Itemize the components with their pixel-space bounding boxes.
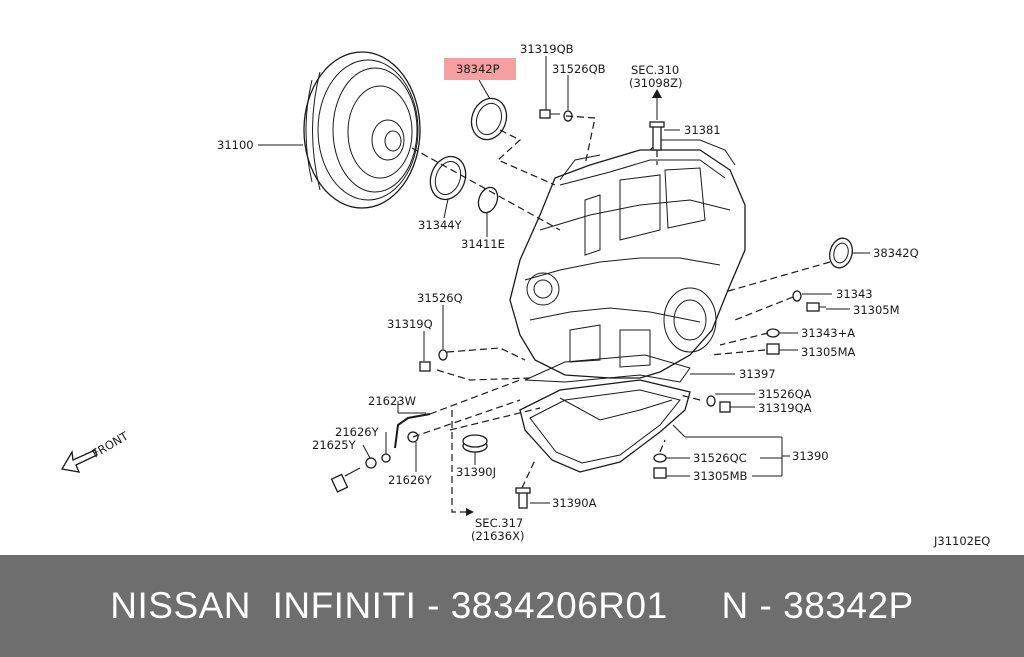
label-31343[interactable]: 31343: [836, 287, 873, 301]
label-31411E[interactable]: 31411E: [461, 237, 505, 251]
label-31305MA[interactable]: 31305MA: [801, 345, 856, 359]
oil-cooler-tube-21623W: [365, 413, 431, 469]
exploded-view-drawing: FRONT 31100 38342P 31319QB 31526QB SEC.3…: [60, 42, 990, 548]
oil-seal-38342Q: [829, 237, 853, 269]
plug-31305MB: [653, 467, 667, 479]
oil-pan-gasket-31397: [524, 354, 691, 383]
washer-31343: [792, 290, 802, 302]
reference-code: J31102EQ: [933, 534, 990, 548]
label-31390A[interactable]: 31390A: [552, 496, 597, 510]
bolt-31319QB: [539, 109, 560, 119]
bolt-31390A: [515, 487, 531, 509]
torque-converter-31100: [303, 51, 421, 209]
washer-31343A: [766, 328, 780, 338]
oil-pan-31390: [519, 379, 691, 473]
label-31319QB[interactable]: 31319QB: [520, 42, 574, 56]
oil-seal-31344Y: [429, 155, 467, 201]
leader-lines: [258, 56, 870, 504]
label-31526QA[interactable]: 31526QA: [758, 387, 812, 401]
label-21626Y-a[interactable]: 21626Y: [335, 425, 380, 439]
label-31319Q[interactable]: 31319Q: [387, 317, 433, 331]
label-sec310-sub: (31098Z): [629, 76, 682, 90]
highlight-box: [444, 58, 516, 80]
label-21626Y-b[interactable]: 21626Y: [388, 473, 433, 487]
oil-seal-38342P: [470, 97, 508, 141]
label-38342P[interactable]: 38342P: [456, 62, 500, 76]
washer-31526QC: [653, 453, 667, 463]
washer-31526QA: [706, 395, 716, 407]
breather-31381: [649, 121, 665, 151]
sec317-arrow: [466, 508, 474, 516]
label-31344Y[interactable]: 31344Y: [418, 218, 463, 232]
label-sec310[interactable]: SEC.310: [631, 63, 679, 77]
bolt-21625Y: [330, 467, 361, 493]
label-sec317-sub: (21636X): [471, 529, 524, 543]
plug-31305M: [806, 302, 826, 312]
part-labels: 31100 38342P 31319QB 31526QB SEC.310 (31…: [217, 42, 990, 548]
label-31526QB[interactable]: 31526QB: [552, 62, 606, 76]
footer-bar: NISSAN INFINITI - 3834206R01 N - 38342P: [0, 555, 1024, 657]
label-21623W[interactable]: 21623W: [368, 394, 416, 408]
label-31343A[interactable]: 31343+A: [801, 326, 855, 340]
label-31390[interactable]: 31390: [792, 449, 829, 463]
bolt-31319Q: [419, 361, 431, 372]
parts-diagram: FRONT 31100 38342P 31319QB 31526QB SEC.3…: [60, 42, 991, 548]
bolt-31319QA: [719, 401, 731, 413]
label-31100[interactable]: 31100: [217, 138, 254, 152]
sec310-arrow: [652, 89, 662, 120]
label-31526QC[interactable]: 31526QC: [693, 451, 747, 465]
transmission-case: [509, 139, 746, 379]
label-38342Q[interactable]: 38342Q: [873, 246, 919, 260]
footer-part-info: NISSAN INFINITI - 3834206R01 N - 38342P: [110, 585, 914, 626]
label-sec317[interactable]: SEC.317: [475, 516, 523, 530]
label-31381[interactable]: 31381: [684, 123, 721, 137]
label-31319QA[interactable]: 31319QA: [758, 401, 812, 415]
magnet-31390J: [462, 434, 488, 453]
front-arrow-icon: [60, 449, 98, 473]
label-31390J[interactable]: 31390J: [456, 465, 496, 479]
front-label: FRONT: [90, 428, 132, 460]
label-31305MB[interactable]: 31305MB: [693, 469, 748, 483]
label-31526Q[interactable]: 31526Q: [417, 291, 463, 305]
washer-31526Q: [438, 349, 448, 361]
label-21625Y[interactable]: 21625Y: [312, 438, 357, 452]
label-31397[interactable]: 31397: [739, 367, 776, 381]
o-ring-31411E: [477, 186, 499, 214]
plug-31305MA: [766, 343, 780, 355]
label-31305M[interactable]: 31305M: [853, 303, 900, 317]
assembly-lines: [411, 115, 831, 513]
